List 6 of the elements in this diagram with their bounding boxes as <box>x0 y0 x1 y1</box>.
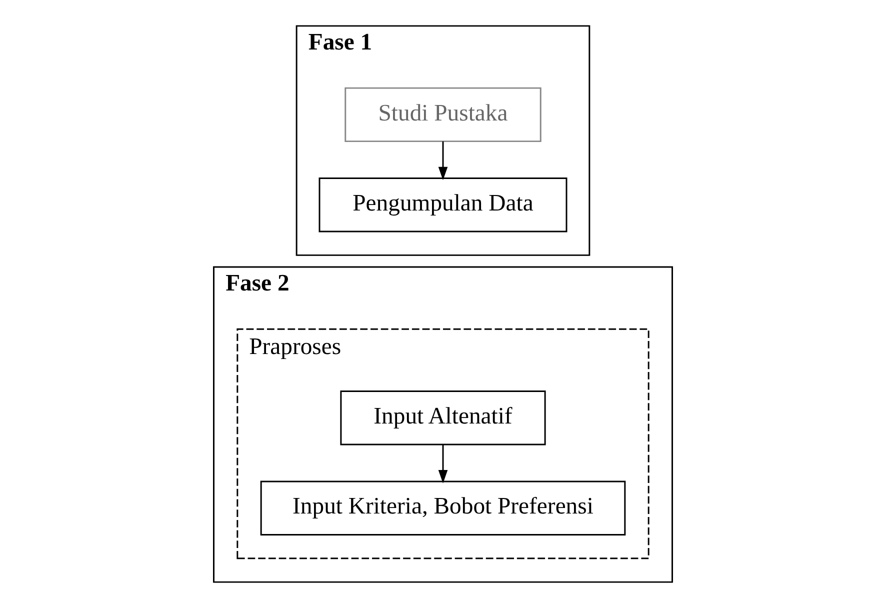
arrow <box>438 141 448 180</box>
node-box: Studi Pustaka <box>344 87 542 142</box>
node-box: Input Kriteria, Bobot Preferensi <box>260 480 626 536</box>
node-box: Pengumpulan Data <box>318 178 568 232</box>
arrow <box>438 444 448 484</box>
node-box: Input Altenatif <box>340 390 546 446</box>
